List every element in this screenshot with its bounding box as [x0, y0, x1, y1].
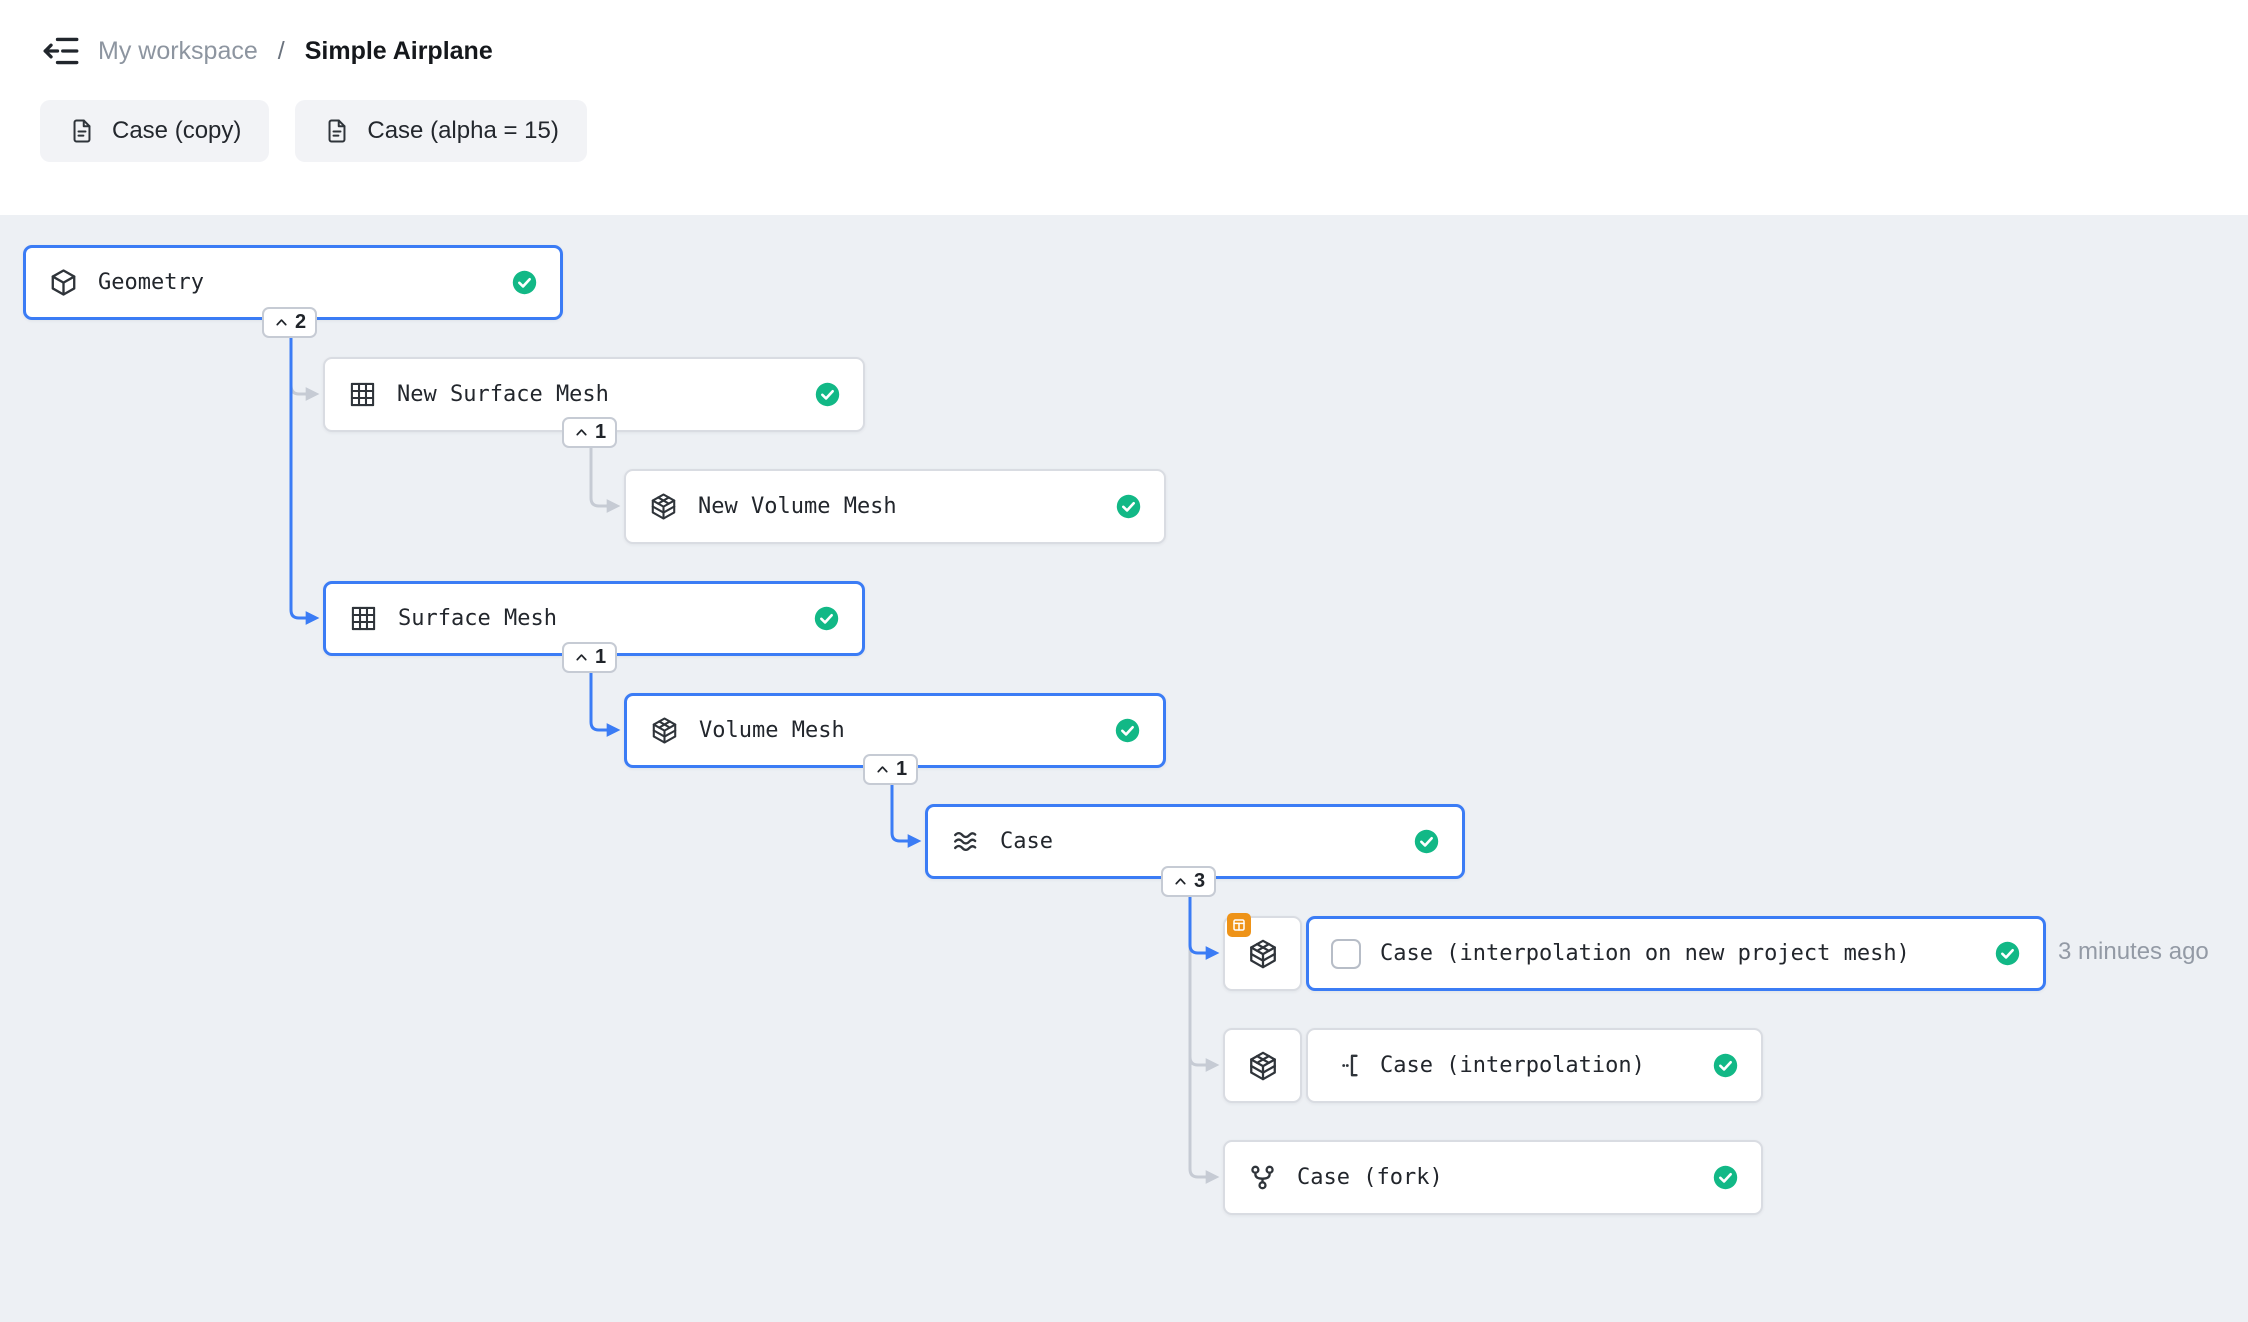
status-success-icon — [814, 381, 841, 408]
node-case-interpolation[interactable]: Case (interpolation) — [1306, 1028, 1763, 1103]
node-label: Case (interpolation on new project mesh) — [1380, 941, 1910, 966]
chevron-up-icon — [1172, 873, 1189, 890]
node-label: Case — [1000, 829, 1053, 854]
connector-lines — [289, 336, 1220, 1184]
status-success-icon — [511, 269, 538, 296]
node-label: Surface Mesh — [398, 606, 557, 631]
collapse-badge-volume-mesh[interactable]: 1 — [863, 754, 919, 785]
breadcrumb-separator: / — [277, 36, 285, 65]
node-new-surface-mesh[interactable]: New Surface Mesh — [323, 357, 865, 432]
workflow-canvas[interactable]: Geometry New Surface Mesh New Volume Mes… — [0, 215, 2248, 1322]
collapse-badge-geometry[interactable]: 2 — [262, 307, 318, 338]
node-label: New Volume Mesh — [698, 494, 897, 519]
collapse-count: 1 — [595, 646, 607, 668]
chevron-up-icon — [573, 649, 590, 666]
status-success-icon — [1114, 717, 1141, 744]
mini-node-interpolation-mesh[interactable] — [1223, 913, 1302, 991]
waves-icon — [950, 826, 981, 857]
mesh-warning-badge-icon — [1227, 913, 1251, 937]
collapse-badge-new-surface-mesh[interactable]: 1 — [562, 417, 618, 448]
status-success-icon — [1115, 493, 1142, 520]
collapse-count: 2 — [295, 311, 307, 333]
mini-node-interpolation-mesh-2[interactable] — [1223, 1028, 1302, 1103]
collapse-count: 1 — [896, 758, 908, 780]
breadcrumb-project: Simple Airplane — [304, 36, 493, 65]
collapse-badge-case[interactable]: 3 — [1161, 866, 1217, 897]
project-tree-icon[interactable] — [40, 30, 82, 72]
breadcrumb: My workspace / Simple Airplane — [40, 26, 493, 76]
node-case-interpolation-on-new-project-mesh[interactable]: Case (interpolation on new project mesh) — [1306, 916, 2046, 991]
status-success-icon — [1413, 828, 1440, 855]
breadcrumb-workspace[interactable]: My workspace — [98, 36, 258, 65]
node-new-volume-mesh[interactable]: New Volume Mesh — [624, 469, 1166, 544]
node-case-fork[interactable]: Case (fork) — [1223, 1140, 1763, 1215]
grid-icon — [347, 379, 378, 410]
node-timestamp: 3 minutes ago — [2058, 938, 2209, 965]
tab-case-copy[interactable]: Case (copy) — [40, 100, 270, 162]
interpolation-icon — [1330, 1050, 1361, 1081]
node-volume-mesh[interactable]: Volume Mesh — [624, 693, 1166, 768]
status-success-icon — [1994, 940, 2021, 967]
tab-case-alpha-15[interactable]: Case (alpha = 15) — [295, 100, 587, 162]
document-icon — [68, 117, 96, 145]
chevron-up-icon — [273, 314, 290, 331]
node-label: Geometry — [98, 270, 204, 295]
tab-label: Case (alpha = 15) — [367, 117, 559, 144]
collapse-count: 3 — [1194, 870, 1206, 892]
node-label: Case (interpolation) — [1380, 1053, 1645, 1078]
chevron-up-icon — [573, 424, 590, 441]
mesh-cube-icon — [1246, 937, 1280, 971]
case-tabs: Case (copy) Case (alpha = 15) — [40, 100, 587, 162]
mesh-cube-icon — [648, 491, 679, 522]
status-success-icon — [1712, 1052, 1739, 1079]
mesh-cube-icon — [649, 715, 680, 746]
chevron-up-icon — [874, 761, 891, 778]
status-success-icon — [1712, 1164, 1739, 1191]
mesh-cube-icon — [1246, 1049, 1280, 1083]
status-success-icon — [813, 605, 840, 632]
grid-icon — [348, 603, 379, 634]
cube-icon — [48, 267, 79, 298]
collapse-count: 1 — [595, 421, 607, 443]
node-label: Volume Mesh — [699, 718, 845, 743]
fork-icon — [1247, 1162, 1278, 1193]
node-label: New Surface Mesh — [397, 382, 609, 407]
node-select-checkbox[interactable] — [1331, 938, 1361, 969]
document-icon — [323, 117, 351, 145]
node-label: Case (fork) — [1297, 1165, 1443, 1190]
tab-label: Case (copy) — [112, 117, 242, 144]
header: My workspace / Simple Airplane Case (cop… — [0, 0, 2248, 215]
collapse-badge-surface-mesh[interactable]: 1 — [562, 642, 618, 673]
